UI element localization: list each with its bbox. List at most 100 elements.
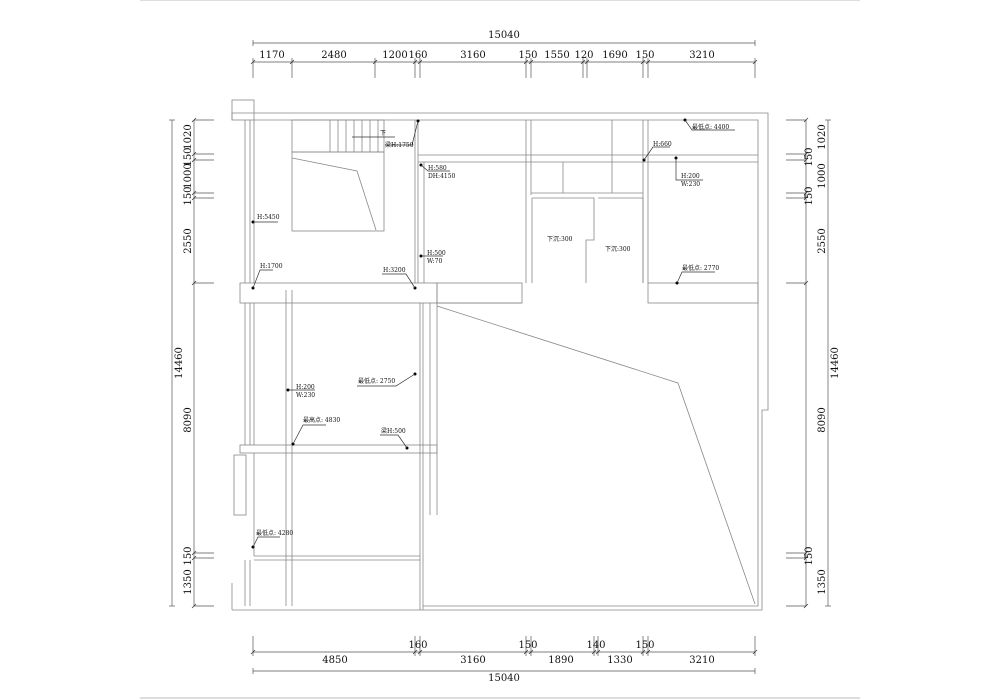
- dimension-label: 150: [518, 50, 537, 61]
- dimension-label: 1330: [607, 655, 632, 666]
- dimension-label: 2480: [321, 50, 346, 61]
- dimension-label: 3210: [689, 50, 714, 61]
- dimension-tick: [803, 195, 809, 201]
- height-label: H:500: [427, 250, 446, 257]
- dimension-tick: [412, 59, 418, 65]
- dimension-tick: [191, 195, 197, 201]
- dimension-tick: [191, 550, 197, 556]
- width-label: W:230: [296, 392, 315, 399]
- dimension-label: 150: [183, 147, 194, 166]
- dimension-label: 160: [408, 640, 427, 651]
- dimension-label: 2550: [183, 228, 194, 253]
- dimension-tick: [417, 649, 423, 655]
- height-label: H:660: [653, 141, 672, 148]
- sloped-ceiling-outline: [436, 305, 756, 605]
- dimension-tick: [803, 190, 809, 196]
- dimension-label: 160: [408, 50, 427, 61]
- dimension-tick: [803, 555, 809, 561]
- height-label: H:200: [296, 384, 315, 391]
- staircase: 下: [291, 119, 395, 232]
- dimension-label: 8090: [183, 407, 194, 432]
- dimension-tick: [417, 59, 423, 65]
- height-label: H:5450: [257, 214, 280, 221]
- dimension-label: 1200: [382, 50, 407, 61]
- height-label: H:200: [681, 173, 700, 180]
- beam-height-label: 梁H:500: [381, 427, 406, 435]
- dimension-tick: [191, 280, 197, 286]
- dimension-tick: [250, 59, 256, 65]
- stair-down-label: 下: [380, 130, 386, 137]
- dimension-label: 150: [804, 147, 815, 166]
- highest-point-label: 最高点: 4830: [303, 416, 340, 424]
- sunken-floor-label: 下沉:300: [547, 235, 573, 243]
- dimension-tick: [191, 603, 197, 609]
- dimension-label: 1000: [183, 163, 194, 188]
- dimension-tick: [640, 59, 646, 65]
- dimension-label: 150: [635, 640, 654, 651]
- height-label: H:580: [428, 165, 447, 172]
- dimension-tick: [528, 649, 534, 655]
- dimension-label: 1690: [602, 50, 627, 61]
- dimension-tick: [803, 280, 809, 286]
- dimension-tick: [523, 649, 529, 655]
- dimension-tick: [591, 649, 597, 655]
- lowest-point-label: 最低点: 4280: [256, 529, 293, 537]
- dimension-label: 8090: [817, 407, 828, 432]
- dimension-tick: [191, 555, 197, 561]
- dimension-tick: [752, 649, 758, 655]
- width-label: W:230: [681, 181, 700, 188]
- dimension-tick: [528, 59, 534, 65]
- dimension-tick: [584, 59, 590, 65]
- top-dimension-chain: 15040 1170 2480 1200 160 3160 150 1550 1…: [250, 30, 758, 78]
- dimension-label: 3210: [689, 655, 714, 666]
- left-dimension-chain: 14460 1020 150 1000 150 2550 8090 150 13…: [169, 117, 214, 609]
- dimension-label: 4850: [322, 655, 347, 666]
- dimension-tick: [803, 603, 809, 609]
- dimension-label: 1350: [817, 569, 828, 594]
- lowest-point-label: 最低点: 4400: [692, 123, 729, 131]
- dimension-tick: [289, 59, 295, 65]
- dimension-label: 120: [574, 50, 593, 61]
- dimension-label: 1000: [817, 163, 828, 188]
- dimension-tick: [752, 59, 758, 65]
- dimension-tick: [595, 649, 601, 655]
- lowest-point-label: 最低点: 2750: [358, 377, 395, 385]
- dimension-label: 1020: [183, 124, 194, 149]
- dimension-label: 150: [804, 186, 815, 205]
- dimension-label: 150: [518, 640, 537, 651]
- height-label: H:3200: [383, 267, 406, 274]
- dimension-label: 2550: [817, 228, 828, 253]
- dimension-label: 1020: [817, 124, 828, 149]
- dimension-label: 1170: [259, 50, 284, 61]
- dimension-tick: [645, 59, 651, 65]
- dimension-tick: [803, 151, 809, 157]
- dimension-label: 140: [586, 640, 605, 651]
- right-total-dimension: 14460: [830, 347, 841, 379]
- dimension-tick: [191, 151, 197, 157]
- elevation-annotations: 梁H:1750 H:580 DH:4150 H:5450 H:1700 H:32…: [251, 118, 735, 549]
- dimension-tick: [412, 649, 418, 655]
- dimension-label: 3160: [460, 50, 485, 61]
- dimension-tick: [523, 59, 529, 65]
- dimension-label: 3160: [460, 655, 485, 666]
- dimension-label: 1550: [544, 50, 569, 61]
- dimension-tick: [645, 649, 651, 655]
- dimension-tick: [803, 550, 809, 556]
- height-label: H:1700: [260, 263, 283, 270]
- bottom-total-dimension: 15040: [488, 673, 520, 684]
- height-label: DH:4150: [428, 173, 456, 180]
- dimension-tick: [803, 157, 809, 163]
- dimension-tick: [250, 649, 256, 655]
- dimension-tick: [191, 117, 197, 123]
- sunken-floor-label: 下沉:300: [605, 245, 631, 253]
- dimension-tick: [803, 117, 809, 123]
- dimension-label: 150: [183, 186, 194, 205]
- walls: [231, 99, 769, 611]
- bottom-dimension-chain: 15040 4850 160 3160 150 1890 140 1330 15…: [250, 636, 758, 684]
- beam-height-label: 梁H:1750: [385, 141, 414, 149]
- dimension-tick: [580, 59, 586, 65]
- dimension-tick: [640, 649, 646, 655]
- dimension-label: 150: [635, 50, 654, 61]
- dimension-tick: [191, 190, 197, 196]
